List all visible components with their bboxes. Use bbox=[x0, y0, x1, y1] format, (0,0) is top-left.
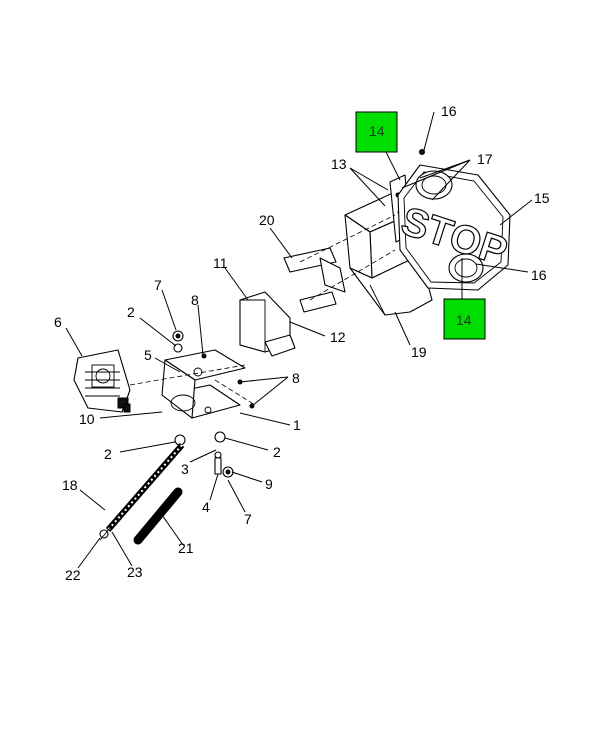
callout-17: 17 bbox=[477, 151, 493, 167]
callout-15: 15 bbox=[534, 190, 550, 206]
base-bracket bbox=[129, 349, 256, 419]
callout-13: 13 bbox=[331, 156, 347, 172]
stop-sign-arm: STOP bbox=[344, 149, 513, 316]
callout-2-right: 2 bbox=[273, 444, 281, 460]
callout-20: 20 bbox=[259, 212, 275, 228]
callout-22: 22 bbox=[65, 567, 81, 583]
leader-lines bbox=[65, 111, 533, 569]
callout-5: 5 bbox=[144, 347, 152, 363]
callout-7-top: 7 bbox=[154, 277, 162, 293]
callout-16-top: 16 bbox=[441, 103, 457, 119]
callout-2-left: 2 bbox=[104, 446, 112, 462]
callout-23: 23 bbox=[127, 564, 143, 580]
rod-18 bbox=[99, 443, 185, 541]
callout-12: 12 bbox=[330, 329, 346, 345]
callout-labels: 16 17 13 15 16 19 20 11 12 8 8 7 2 5 6 1… bbox=[54, 103, 550, 583]
cover-11 bbox=[239, 291, 296, 357]
callout-9: 9 bbox=[265, 476, 273, 492]
callout-11: 11 bbox=[213, 255, 228, 271]
callout-1: 1 bbox=[293, 417, 301, 433]
callout-14-top-highlight[interactable]: 14 bbox=[355, 111, 398, 153]
callout-8-top: 8 bbox=[191, 292, 199, 308]
callout-4: 4 bbox=[202, 499, 210, 515]
callout-21: 21 bbox=[178, 540, 194, 556]
callout-16-bottom: 16 bbox=[531, 267, 547, 283]
callout-8-right: 8 bbox=[292, 370, 300, 386]
callout-3: 3 bbox=[181, 461, 189, 477]
bracket-20 bbox=[283, 214, 396, 313]
callout-14-bottom: 14 bbox=[456, 312, 472, 328]
callout-2-top: 2 bbox=[127, 304, 135, 320]
callout-10: 10 bbox=[79, 411, 95, 427]
callout-6: 6 bbox=[54, 314, 62, 330]
callout-19: 19 bbox=[411, 344, 427, 360]
callout-14-top: 14 bbox=[369, 123, 385, 139]
callout-18: 18 bbox=[62, 477, 78, 493]
callout-7-bottom: 7 bbox=[244, 511, 252, 527]
hose-21 bbox=[133, 487, 183, 545]
motor-assembly-6 bbox=[73, 349, 131, 413]
callout-14-bottom-highlight[interactable]: 14 bbox=[443, 298, 486, 340]
